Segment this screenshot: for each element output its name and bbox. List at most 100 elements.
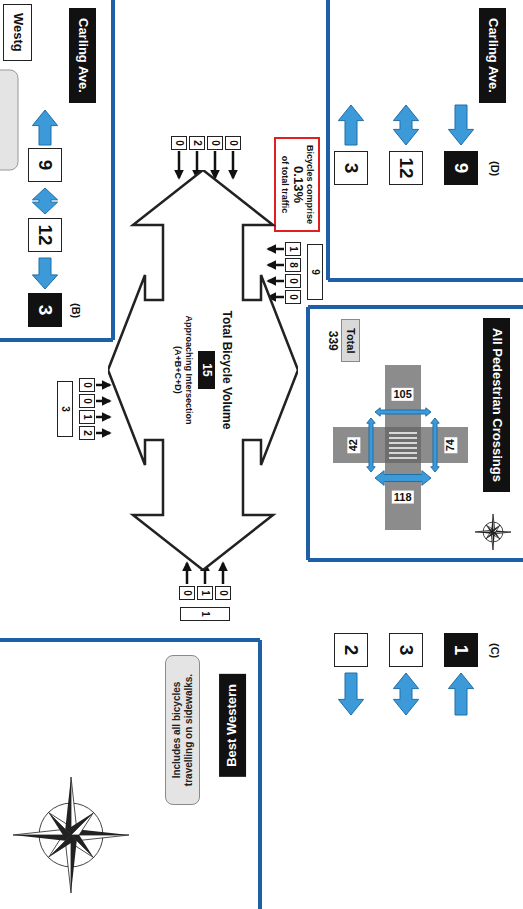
share-callout: Bicycles comprise0.13%of total traffic <box>274 137 320 232</box>
compass-point <box>493 525 500 532</box>
compass-point <box>13 835 71 841</box>
total-volume-box: 15 <box>198 351 216 388</box>
compass-rose <box>13 777 129 893</box>
movement-count: 0 <box>216 586 232 600</box>
node-text: Total Bicycle Volume <box>219 311 233 430</box>
movement-arrow <box>268 248 284 251</box>
volume-box: 12 <box>389 151 423 185</box>
crosswalk-arrow <box>375 408 431 416</box>
direction-arrow <box>32 110 57 145</box>
node-text: 8 <box>288 262 300 268</box>
movement-count: 0 <box>172 136 188 150</box>
movement-count: 0 <box>80 378 96 392</box>
road-marking <box>389 452 417 454</box>
movement-arrow <box>96 432 110 435</box>
node-text: 0 <box>82 398 94 404</box>
compass-point <box>71 812 94 835</box>
movement-count: 1 <box>198 586 214 600</box>
node-text: of total traffic <box>279 156 289 214</box>
movement-arrow <box>96 400 110 403</box>
road-marking <box>389 447 417 449</box>
approach-volume-box: 9 <box>444 151 478 185</box>
movement-count: 0 <box>286 290 302 304</box>
street-label: All Pedestrian Crossings <box>483 318 510 492</box>
crosswalk-arrow <box>431 418 439 472</box>
node-text: 1 <box>450 645 472 656</box>
street-label: Westg <box>3 4 32 61</box>
approach-letter: (C) <box>488 641 501 660</box>
node-text: 2 <box>82 430 94 436</box>
road-marking <box>389 437 417 439</box>
node-text: Carling Ave. <box>485 18 500 93</box>
node-text: 1 <box>288 246 300 252</box>
panel-border <box>0 338 113 342</box>
volume-box: 12 <box>28 218 62 252</box>
node-text: 1 <box>199 611 211 617</box>
node-text: 0 <box>174 140 186 146</box>
node-text: 0 <box>288 294 300 300</box>
movement-arrow <box>178 151 181 178</box>
compass-point <box>71 835 77 893</box>
crossing-count: 105 <box>392 388 414 401</box>
movement-arrow <box>268 280 284 283</box>
approach-total: 1 <box>180 607 230 621</box>
road <box>385 365 421 530</box>
direction-arrow <box>448 105 473 145</box>
street-label: Carling Ave. <box>479 8 506 103</box>
direction-arrow <box>393 673 418 715</box>
node-text: All Pedestrian Crossings <box>489 328 504 482</box>
note-box: Includes all bicycles travelling on side… <box>165 655 200 805</box>
movement-count: 1 <box>80 410 96 424</box>
intersection-photo <box>333 365 468 530</box>
node-text: 3 <box>395 645 417 656</box>
node-text: 1 <box>200 590 212 596</box>
node-text: 15 <box>200 363 214 376</box>
pedestrian-total: Total339 <box>326 319 360 362</box>
node-text: Westg <box>10 13 25 52</box>
movement-count: 8 <box>286 258 302 272</box>
movement-arrow <box>232 151 235 178</box>
direction-arrow <box>32 188 57 214</box>
panel-border <box>328 278 523 282</box>
node-text: 3 <box>34 305 56 316</box>
node-text: Includes all bicycles travelling on side… <box>171 664 194 796</box>
node-text: Total <box>341 319 360 362</box>
approach-volume-box: 3 <box>28 293 62 327</box>
node-text: 0 <box>82 382 94 388</box>
movement-arrow <box>222 563 225 584</box>
node-text: 2 <box>340 645 362 656</box>
approach-total: 9 <box>308 244 324 300</box>
node-text: 0 <box>182 590 194 596</box>
volume-box: 3 <box>334 151 368 185</box>
crosswalk-arrow <box>375 471 431 486</box>
approach-letter: (B) <box>69 301 82 320</box>
direction-arrow <box>448 673 473 715</box>
panel-border <box>308 305 523 309</box>
node-text: Carling Ave. <box>75 18 90 93</box>
node-text: 1 <box>82 414 94 420</box>
arrow-outline-path <box>108 170 298 570</box>
movement-count: 2 <box>190 136 206 150</box>
node-text: Bicycles comprise <box>305 145 315 224</box>
road <box>333 427 468 463</box>
approach-volume-box: 1 <box>444 633 478 667</box>
node-text: 12 <box>395 157 417 178</box>
panel-border <box>308 558 523 562</box>
panel-border <box>258 640 262 909</box>
approach-letter: (D) <box>488 159 501 178</box>
node-text: 3 <box>340 163 362 174</box>
compass-point <box>65 777 71 835</box>
compass-point <box>493 525 500 532</box>
movement-arrow <box>96 384 110 387</box>
volume-box: 9 <box>28 148 62 182</box>
node-text: 339 <box>326 331 340 351</box>
crossing-count: 74 <box>444 437 457 453</box>
panel-border <box>0 638 260 642</box>
node-text: 0 <box>288 278 300 284</box>
road-marking <box>389 457 417 459</box>
node-text: 9 <box>310 269 322 275</box>
road <box>385 427 421 463</box>
node-text: 0.13% <box>290 166 305 203</box>
direction-arrows <box>32 105 473 715</box>
